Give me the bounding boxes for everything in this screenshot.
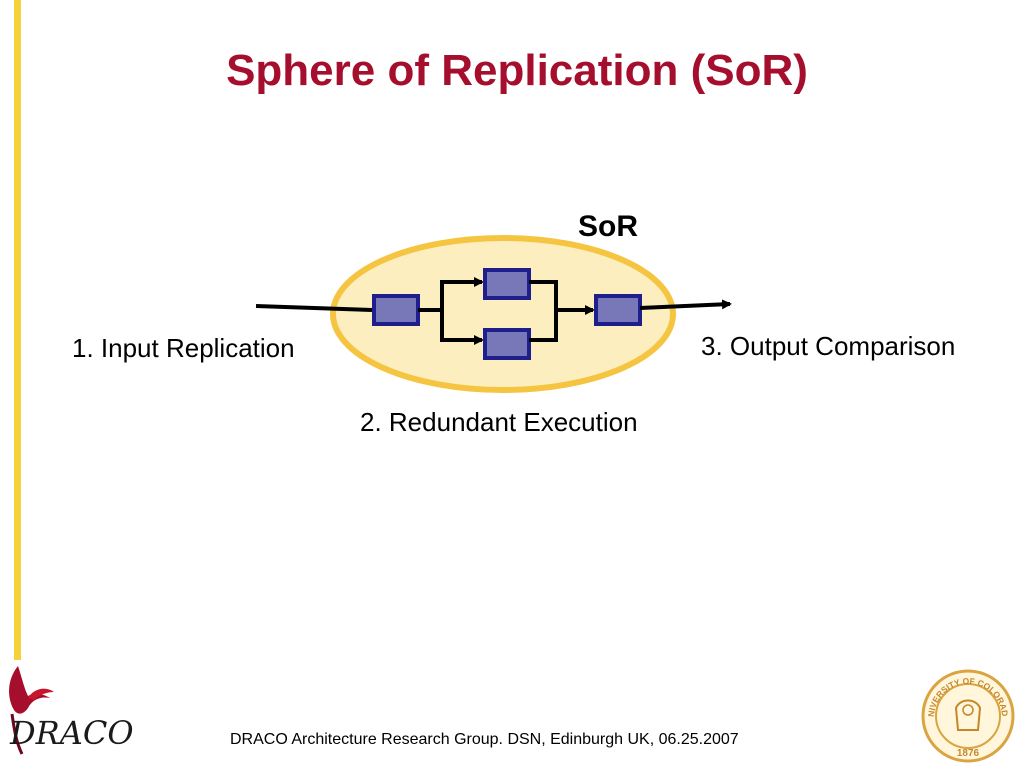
redundant-execution-box-bottom xyxy=(483,328,531,360)
output-arrow xyxy=(639,299,732,310)
input-replication-label: 1. Input Replication xyxy=(72,333,295,363)
sor-label: SoR xyxy=(578,210,638,243)
input-replication-box xyxy=(372,294,420,326)
redundant-execution-label: 2. Redundant Execution xyxy=(360,407,638,437)
university-seal: UNIVERSITY OF COLORADO 1876 xyxy=(920,668,1015,763)
input-line xyxy=(255,304,373,312)
output-comparison-box xyxy=(594,294,642,326)
slide-title: Sphere of Replication (SoR) xyxy=(226,46,808,95)
redundant-execution-box-top xyxy=(483,268,531,300)
sphere-of-replication-ellipse xyxy=(330,235,676,393)
draco-logo-text: DRACO xyxy=(10,714,134,752)
draco-logo xyxy=(9,666,54,755)
seal-year: 1876 xyxy=(957,748,980,759)
footer-text: DRACO Architecture Research Group. DSN, … xyxy=(230,731,739,748)
left-accent-bar xyxy=(14,0,21,660)
output-comparison-label: 3. Output Comparison xyxy=(701,331,956,361)
